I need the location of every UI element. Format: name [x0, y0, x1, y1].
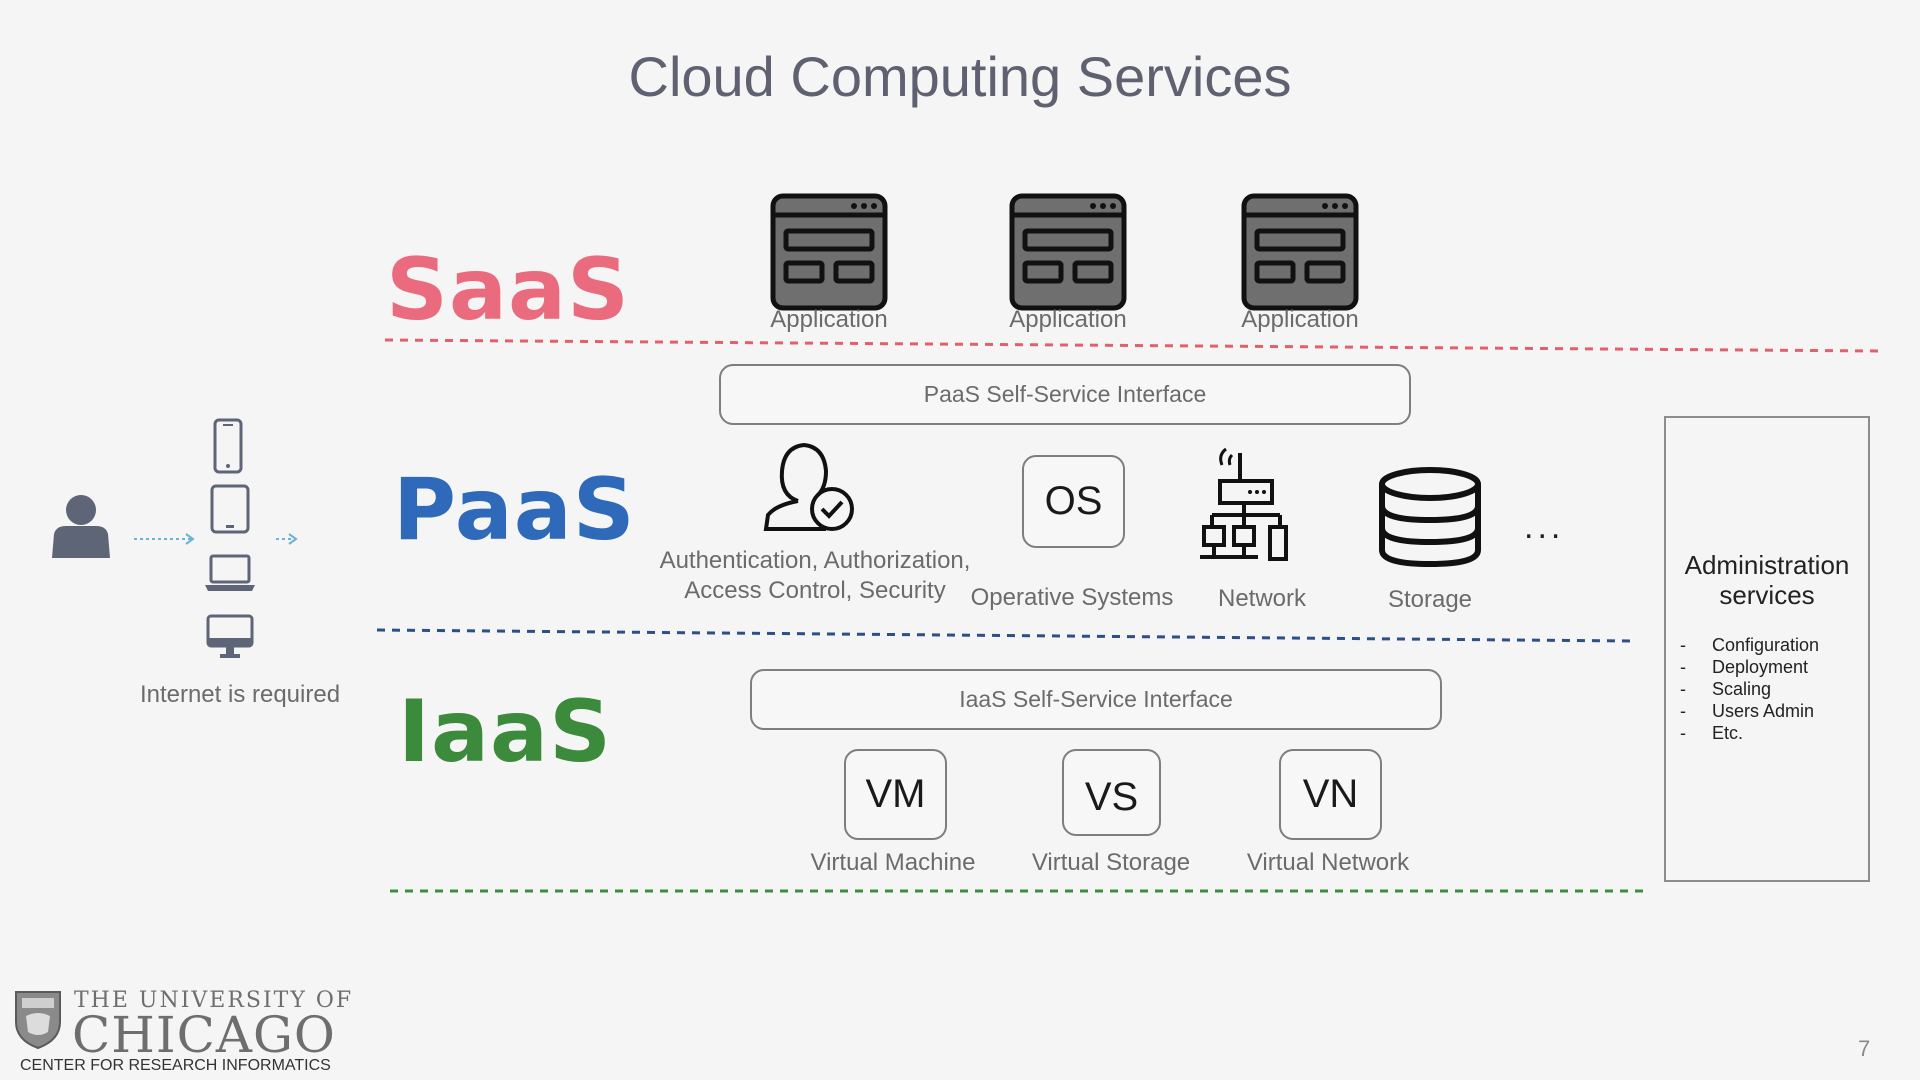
admin-item: Etc. — [1680, 722, 1868, 744]
admin-services-list: Configuration Deployment Scaling Users A… — [1680, 634, 1868, 744]
paas-self-service-interface: PaaS Self-Service Interface — [719, 364, 1411, 425]
admin-title-line2: services — [1719, 580, 1815, 610]
admin-item: Users Admin — [1680, 700, 1868, 722]
vn-label: Virtual Network — [1246, 849, 1410, 876]
university-crest-icon — [15, 991, 61, 1050]
auth-label-line2: Access Control, Security — [684, 577, 946, 604]
database-icon — [1379, 467, 1481, 568]
iaas-self-service-interface: IaaS Self-Service Interface — [750, 669, 1442, 730]
admin-title: Administration services — [1666, 550, 1868, 610]
phone-icon — [213, 418, 243, 474]
slide-title: Cloud Computing Services — [628, 45, 1292, 108]
arrow-icon — [134, 533, 298, 545]
admin-title-line1: Administration — [1684, 550, 1850, 580]
paas-tier-label: PaaS — [393, 460, 636, 560]
admin-item: Scaling — [1680, 678, 1868, 700]
page-number: 7 — [1858, 1036, 1871, 1061]
application-label: Application — [770, 306, 888, 333]
saas-divider — [384, 338, 1881, 353]
vs-box: VS — [1062, 749, 1161, 836]
saas-tier-label: SaaS — [386, 240, 630, 340]
desktop-icon — [206, 614, 254, 658]
vs-label: Virtual Storage — [1031, 849, 1191, 876]
user-check-icon — [763, 442, 854, 531]
admin-item: Deployment — [1680, 656, 1868, 678]
application-window-icon — [1241, 193, 1359, 311]
network-icon — [1200, 447, 1288, 561]
auth-label: Authentication, Authorization, Access Co… — [640, 546, 990, 606]
storage-label: Storage — [1387, 586, 1473, 613]
saas-app-1: Application — [770, 193, 888, 334]
os-label: Operative Systems — [970, 584, 1174, 611]
iaas-tier-label: IaaS — [398, 682, 613, 782]
saas-app-2: Application — [1009, 193, 1127, 334]
vn-box: VN — [1279, 749, 1382, 840]
auth-label-line1: Authentication, Authorization, — [659, 547, 971, 574]
logo-line2: CHICAGO — [72, 1006, 336, 1064]
application-window-icon — [1009, 193, 1127, 311]
application-label: Application — [1241, 306, 1359, 333]
vm-box: VM — [844, 749, 947, 840]
logo-line3: CENTER FOR RESEARCH INFORMATICS — [20, 1057, 331, 1074]
user-icon — [52, 495, 110, 558]
admin-services-panel: Administration services Configuration De… — [1664, 416, 1870, 882]
application-window-icon — [770, 193, 888, 311]
tablet-icon — [210, 484, 250, 534]
network-label: Network — [1217, 585, 1307, 612]
saas-app-3: Application — [1241, 193, 1359, 334]
laptop-icon — [205, 554, 255, 591]
admin-item: Configuration — [1680, 634, 1868, 656]
vm-label: Virtual Machine — [810, 849, 976, 876]
more-ellipsis: ... — [1524, 508, 1565, 546]
application-label: Application — [1009, 306, 1127, 333]
logo-line1: THE UNIVERSITY OF — [74, 988, 354, 1013]
paas-divider — [376, 628, 1631, 643]
os-box: OS — [1022, 455, 1125, 548]
client-caption: Internet is required — [139, 681, 341, 708]
